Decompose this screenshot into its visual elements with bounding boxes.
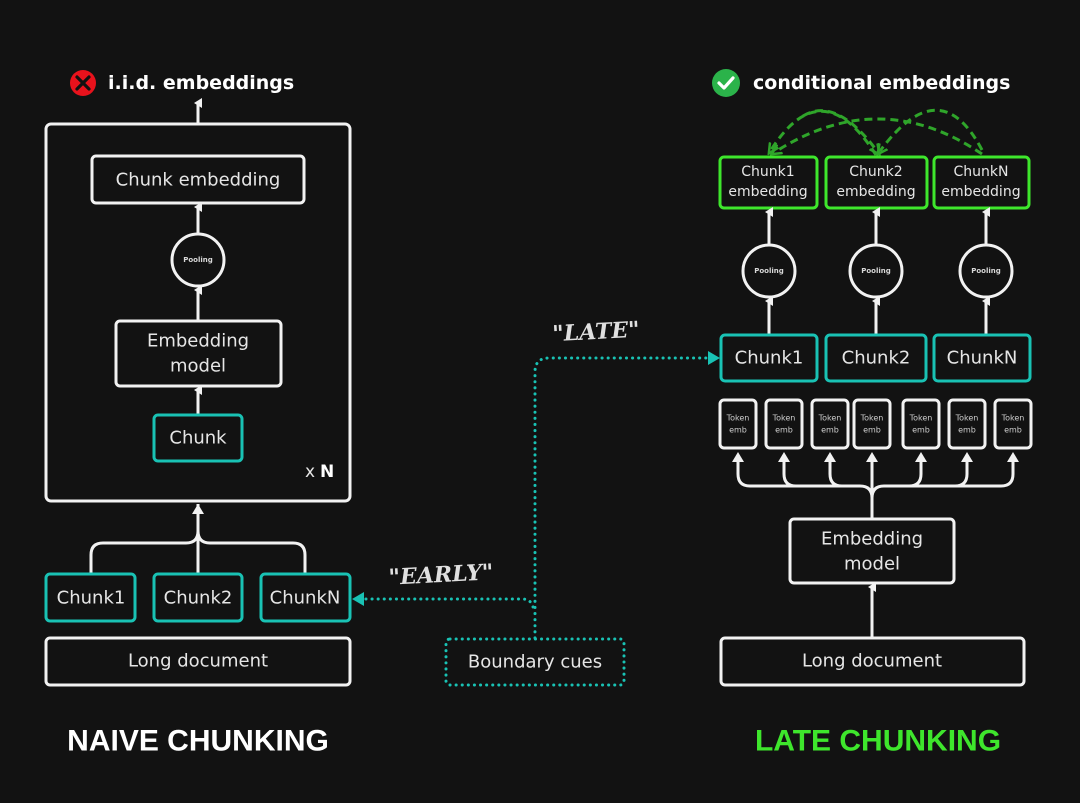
chunk-box — [152, 413, 244, 463]
late-chunking-panel: conditional embeddings Chunk1 embedding … — [712, 69, 1033, 758]
token-arrowhead — [1007, 452, 1019, 462]
token-arrowhead — [778, 452, 790, 462]
token-arrowhead — [824, 452, 836, 462]
token-fanout-lines — [736, 460, 1015, 519]
token-emb-label: emb — [863, 426, 881, 435]
check-icon — [712, 69, 740, 97]
token-emb-label: emb — [821, 426, 839, 435]
conditional-embeddings-label: conditional embeddings — [753, 72, 1010, 94]
token-emb-label: emb — [912, 426, 930, 435]
chunk-label: Chunk — [169, 428, 227, 449]
late-embedding-model-line1: Embedding — [821, 529, 923, 550]
repeat-x-label: x — [305, 462, 315, 482]
early-arrowhead — [352, 592, 364, 606]
iid-embeddings-label: i.i.d. embeddings — [108, 72, 294, 94]
late-chunk2-embedding-line2: embedding — [836, 184, 915, 200]
token-arrowhead — [866, 452, 878, 462]
token-emb-label: Token — [860, 414, 884, 423]
pooling-label: Pooling — [183, 256, 213, 264]
pooling-column-1: Pooling — [741, 207, 797, 334]
token-emb-label: Token — [909, 414, 933, 423]
late-chunking-title: LATE CHUNKING — [755, 725, 1001, 758]
naive-chunk1-box — [44, 572, 137, 623]
late-chunk2-embedding-line1: Chunk2 — [849, 164, 902, 180]
pooling-label-2: Pooling — [861, 267, 891, 275]
late-chunk2-box — [824, 333, 928, 383]
token-emb-label: emb — [958, 426, 976, 435]
early-annotation: "EARLY" — [388, 559, 494, 590]
arc-chunkn-to-chunk1 — [775, 117, 983, 154]
late-embedding-model-line2: model — [844, 554, 900, 575]
token-arrowhead — [961, 452, 973, 462]
token-emb-box — [718, 398, 758, 450]
token-emb-box — [852, 398, 892, 450]
late-long-document-box — [719, 636, 1026, 687]
repeat-n-label: N — [320, 462, 334, 482]
late-chunk1-label: Chunk1 — [735, 348, 804, 369]
cross-icon — [70, 70, 96, 96]
boundary-cues-label: Boundary cues — [468, 652, 602, 673]
token-emb-label: Token — [772, 414, 796, 423]
late-chunkn-embedding-line1: ChunkN — [954, 164, 1009, 180]
chunk-embedding-label: Chunk embedding — [116, 170, 281, 191]
token-arrowhead — [732, 452, 744, 462]
naive-chunking-title: NAIVE CHUNKING — [67, 725, 329, 758]
naive-chunkn-box — [259, 572, 352, 623]
late-chunkn-embedding-line2: embedding — [941, 184, 1020, 200]
late-chunk1-box — [719, 333, 819, 383]
naive-chunk2-box — [152, 572, 244, 623]
embedding-model-line2: model — [170, 356, 226, 377]
late-chunk2-label: Chunk2 — [842, 348, 911, 369]
late-chunkn-embedding-box — [932, 155, 1031, 210]
token-emb-box — [810, 398, 850, 450]
naive-chunk2-label: Chunk2 — [164, 588, 233, 609]
token-emb-label: Token — [726, 414, 750, 423]
token-emb-label: emb — [1004, 426, 1022, 435]
token-emb-box — [947, 398, 987, 450]
late-annotation: "LATE" — [552, 317, 641, 348]
token-emb-label: Token — [818, 414, 842, 423]
late-chunkn-box — [932, 333, 1032, 383]
late-chunkn-label: ChunkN — [947, 348, 1018, 369]
embedding-model-line1: Embedding — [147, 331, 249, 352]
late-dotted-connector — [533, 356, 710, 640]
late-chunk1-embedding-line2: embedding — [728, 184, 807, 200]
token-emb-box — [901, 398, 941, 450]
arc-chunkn-to-chunk2 — [880, 108, 984, 151]
pooling-label-3: Pooling — [971, 267, 1001, 275]
pooling-column-2: Pooling — [848, 207, 904, 334]
naive-chunkn-label: ChunkN — [270, 588, 341, 609]
naive-long-document-box — [44, 636, 352, 687]
late-arrowhead — [708, 351, 720, 365]
naive-long-document-label: Long document — [128, 651, 268, 672]
naive-chunk1-label: Chunk1 — [57, 588, 126, 609]
token-emb-box — [993, 398, 1033, 450]
token-emb-label: Token — [955, 414, 979, 423]
early-dotted-connector — [362, 597, 535, 609]
late-chunk1-embedding-line1: Chunk1 — [741, 164, 794, 180]
token-arrowhead — [915, 452, 927, 462]
arc-chunk1-to-chunk2 — [802, 109, 877, 151]
boundary-cues-panel: Boundary cues "LATE" "EARLY" — [352, 317, 720, 687]
naive-chunking-panel: i.i.d. embeddings Chunk embedding Poolin… — [44, 70, 352, 758]
late-long-document-label: Long document — [802, 651, 942, 672]
pooling-column-3: Pooling — [958, 207, 1014, 334]
token-embeddings-row: Token emb Token emb Token emb Token emb Token emb… — [718, 398, 1033, 462]
pooling-label-1: Pooling — [754, 267, 784, 275]
token-emb-box — [764, 398, 804, 450]
merge-arrowhead — [192, 504, 204, 514]
token-emb-label: emb — [729, 426, 747, 435]
token-emb-label: emb — [775, 426, 793, 435]
chunks-merge-lines — [89, 504, 307, 574]
token-emb-label: Token — [1001, 414, 1025, 423]
